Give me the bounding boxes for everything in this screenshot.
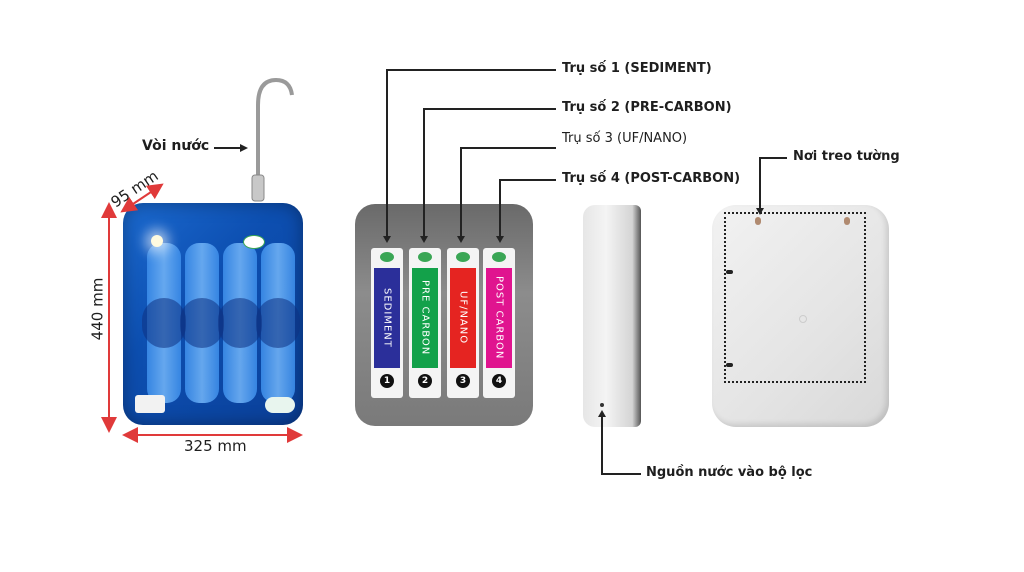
leaf-logo-icon [456,252,470,262]
callout-line-1-vertical [386,69,388,239]
sparkle-icon [151,235,163,247]
callout-label-1: Trụ số 1 (SEDIMENT) [562,61,712,76]
callout-arrow-1-icon [383,236,391,243]
callout-line-3 [460,147,556,149]
callout-line-4-vertical [499,179,501,239]
cartridge-4: POST CARBON 4 [483,248,515,398]
wall-mount-arrow-icon [756,208,764,215]
front-band [218,298,262,348]
callout-label-2: Trụ số 2 (PRE-CARBON) [562,100,732,115]
callout-label-4: Trụ số 4 (POST-CARBON) [562,171,741,186]
front-sticker [135,395,165,413]
wall-mount-pointer-line-vertical [759,157,761,210]
callout-arrow-3-icon [457,236,465,243]
callout-line-1 [386,69,556,71]
cartridge-label: PRE CARBON [419,280,431,356]
faucet-arrow-icon [240,144,248,152]
mount-peg [726,270,733,274]
purifier-side-view [583,205,641,427]
faucet-pointer-line [214,147,242,149]
mount-peg [726,363,733,367]
cartridge-label: UF/NANO [457,291,469,345]
front-band [142,298,186,348]
cartridge-2: PRE CARBON 2 [409,248,441,398]
callout-line-2-vertical [423,108,425,239]
wall-mount-label: Nơi treo tường [793,149,900,164]
mount-hole [755,217,761,225]
width-label: 325 mm [184,437,247,455]
cartridge-color-band: SEDIMENT [374,268,400,368]
cartridge-number: 1 [380,374,394,388]
height-label: 440 mm [88,277,107,341]
faucet-icon [251,77,294,202]
faucet-label: Vòi nước [142,138,210,154]
cartridge-3: UF/NANO 3 [447,248,479,398]
inlet-pointer-line [601,416,603,474]
leaf-logo-icon [380,252,394,262]
callout-label-3: Trụ số 3 (UF/NANO) [562,131,688,146]
front-band [256,298,300,348]
inlet-arrow-icon [598,410,606,417]
cartridge-label: SEDIMENT [381,288,393,348]
inlet-label: Nguồn nước vào bộ lọc [646,465,813,480]
wall-mount-area [724,212,866,383]
water-inlet-hole [600,403,604,407]
cartridge-1: SEDIMENT 1 [371,248,403,398]
depth-dimension-arrow [120,183,164,213]
mount-hole [844,217,850,225]
purifier-front-view [123,203,303,425]
cartridge-color-band: PRE CARBON [412,268,438,368]
cartridge-label: POST CARBON [493,276,505,360]
filter-housing: SEDIMENT 1 PRE CARBON 2 UF/NANO 3 POST C… [355,204,533,426]
center-mark [799,315,807,323]
cartridge-color-band: UF/NANO [450,268,476,368]
callout-line-2 [423,108,556,110]
inlet-pointer-line-horizontal [601,473,641,475]
callout-arrow-2-icon [420,236,428,243]
leaf-logo-icon [418,252,432,262]
brand-logo [243,235,265,249]
cartridge-number: 2 [418,374,432,388]
callout-line-4 [499,179,556,181]
front-badge [265,397,295,413]
cartridge-color-band: POST CARBON [486,268,512,368]
leaf-logo-icon [492,252,506,262]
callout-arrow-4-icon [496,236,504,243]
callout-line-3-vertical [460,147,462,239]
dimension-arrows [101,183,303,443]
cartridge-number: 3 [456,374,470,388]
cartridge-number: 4 [492,374,506,388]
purifier-back-view [712,205,889,427]
wall-mount-pointer-line [759,157,787,159]
front-band [180,298,224,348]
